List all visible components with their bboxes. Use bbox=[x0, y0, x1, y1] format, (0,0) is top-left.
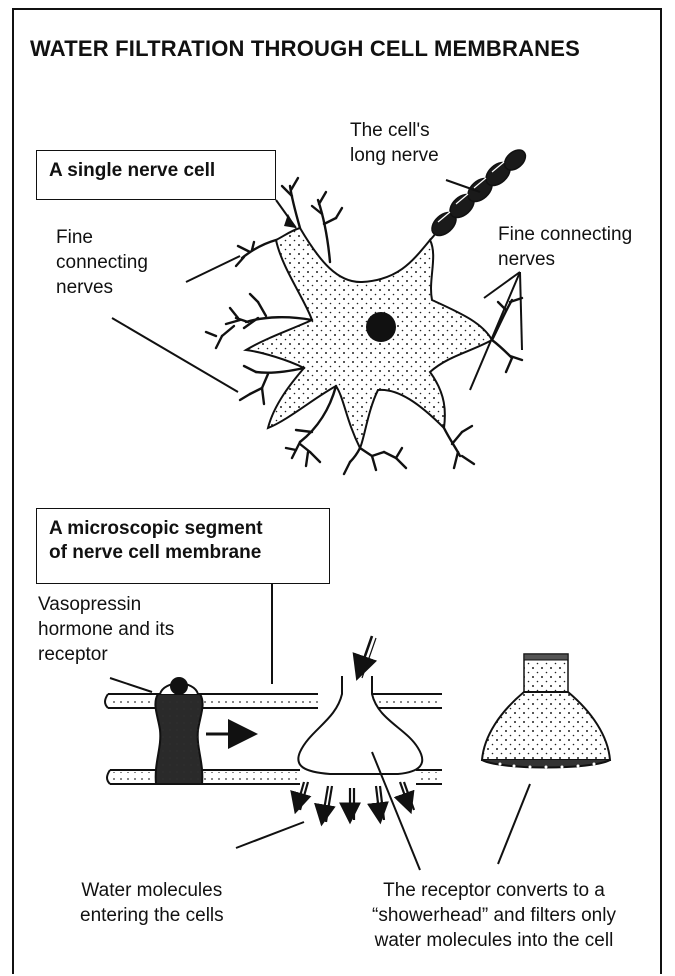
myelin-sheath bbox=[428, 146, 530, 240]
nerve-cell-body bbox=[246, 228, 492, 448]
showerhead-icon bbox=[482, 654, 610, 769]
water-exit-arrows bbox=[296, 782, 414, 822]
membrane-segment bbox=[105, 584, 442, 822]
nucleus bbox=[366, 312, 396, 342]
vasopressin-pointer bbox=[110, 678, 152, 692]
converted-receptor bbox=[298, 676, 422, 774]
nerve-cell bbox=[206, 146, 529, 474]
vasopressin-hormone bbox=[170, 677, 188, 695]
pointer-arrowhead bbox=[284, 214, 296, 228]
